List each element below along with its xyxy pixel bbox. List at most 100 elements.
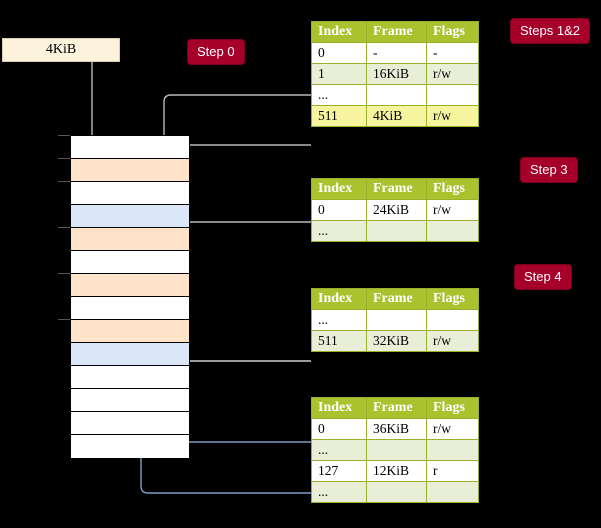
table-row[interactable]: ... xyxy=(311,220,479,242)
badge-steps-1-2: Steps 1&2 xyxy=(511,19,589,43)
memory-row xyxy=(71,182,189,205)
table-cell-frame xyxy=(366,309,427,331)
memory-row xyxy=(71,205,189,228)
memory-row xyxy=(71,412,189,435)
table-row[interactable]: ... xyxy=(311,309,479,331)
table-cell-frame: - xyxy=(366,42,427,64)
memory-row xyxy=(71,274,189,297)
memory-boundary-tick xyxy=(58,181,70,182)
badge-step-3: Step 3 xyxy=(521,158,577,182)
memory-row xyxy=(71,159,189,182)
table-row[interactable]: ... xyxy=(311,439,479,461)
table-row[interactable]: ... xyxy=(311,84,479,106)
memory-boundary-tick xyxy=(58,158,70,159)
table-cell-frame: 12KiB xyxy=(366,460,427,482)
table-cell-frame: 16KiB xyxy=(366,63,427,85)
memory-row xyxy=(71,366,189,389)
table-cell-frame xyxy=(366,220,427,242)
table-cell-frame xyxy=(366,481,427,503)
table-cell-index: 0 xyxy=(311,418,367,440)
table-cell-flags: r/w xyxy=(426,330,479,352)
table-cell-frame: 4KiB xyxy=(366,105,427,127)
table-cell-index: 511 xyxy=(311,105,367,127)
memory-boundary-tick xyxy=(58,273,70,274)
table-cell-frame xyxy=(366,439,427,461)
table-cell-index: 511 xyxy=(311,330,367,352)
table-cell-flags xyxy=(426,309,479,331)
table-cell-flags: - xyxy=(426,42,479,64)
table-cell-index: ... xyxy=(311,439,367,461)
table-cell-flags xyxy=(426,220,479,242)
table-cell-frame xyxy=(366,84,427,106)
memory-boundary-tick xyxy=(58,135,70,136)
wire-t2-row0-to-memory xyxy=(177,221,311,248)
table-cell-flags xyxy=(426,84,479,106)
table-cell-flags xyxy=(426,439,479,461)
table-cell-flags: r/w xyxy=(426,63,479,85)
table-cell-index: ... xyxy=(311,84,367,106)
column-header-flags: Flags xyxy=(426,21,479,43)
badge-step-0: Step 0 xyxy=(188,40,244,64)
badge-step-4: Step 4 xyxy=(515,265,571,289)
table-cell-frame: 36KiB xyxy=(366,418,427,440)
table-cell-frame: 32KiB xyxy=(366,330,427,352)
memory-row xyxy=(71,297,189,320)
table-cell-index: 0 xyxy=(311,42,367,64)
wire-t3-row511-to-memory xyxy=(177,315,311,362)
table-cell-flags: r xyxy=(426,460,479,482)
memory-row xyxy=(71,343,189,366)
column-header-frame: Frame xyxy=(366,178,427,200)
table-cell-index: ... xyxy=(311,220,367,242)
source-block: 4KiB xyxy=(2,38,120,62)
column-header-index: Index xyxy=(311,288,367,310)
memory-row xyxy=(71,251,189,274)
memory-boundary-tick xyxy=(58,319,70,320)
table-cell-index: ... xyxy=(311,481,367,503)
memory-row xyxy=(71,320,189,343)
column-header-frame: Frame xyxy=(366,288,427,310)
table-cell-flags: r/w xyxy=(426,199,479,221)
table-cell-index: 127 xyxy=(311,460,367,482)
table-cell-flags: r/w xyxy=(426,105,479,127)
column-header-frame: Frame xyxy=(366,21,427,43)
table-cell-flags xyxy=(426,481,479,503)
memory-boundary-tick xyxy=(58,227,70,228)
table-cell-flags: r/w xyxy=(426,418,479,440)
column-header-index: Index xyxy=(311,397,367,419)
source-block-label: 4KiB xyxy=(45,42,77,57)
physical-memory-column xyxy=(70,135,190,458)
wire-t4-row127-to-memory xyxy=(140,228,311,494)
column-header-index: Index xyxy=(311,21,367,43)
column-header-flags: Flags xyxy=(426,397,479,419)
column-header-frame: Frame xyxy=(366,397,427,419)
wire-t1-row511-to-memory xyxy=(170,144,311,154)
table-cell-index: 1 xyxy=(311,63,367,85)
table-row[interactable]: 0-- xyxy=(311,42,479,64)
memory-row xyxy=(71,228,189,251)
table-cell-index: ... xyxy=(311,309,367,331)
memory-row xyxy=(71,435,189,458)
memory-row xyxy=(71,389,189,412)
table-row[interactable]: ... xyxy=(311,481,479,503)
wire-t1-row1-to-memory xyxy=(163,94,311,200)
table-cell-frame: 24KiB xyxy=(366,199,427,221)
table-cell-index: 0 xyxy=(311,199,367,221)
memory-row xyxy=(71,136,189,159)
column-header-flags: Flags xyxy=(426,178,479,200)
column-header-flags: Flags xyxy=(426,288,479,310)
column-header-index: Index xyxy=(311,178,367,200)
